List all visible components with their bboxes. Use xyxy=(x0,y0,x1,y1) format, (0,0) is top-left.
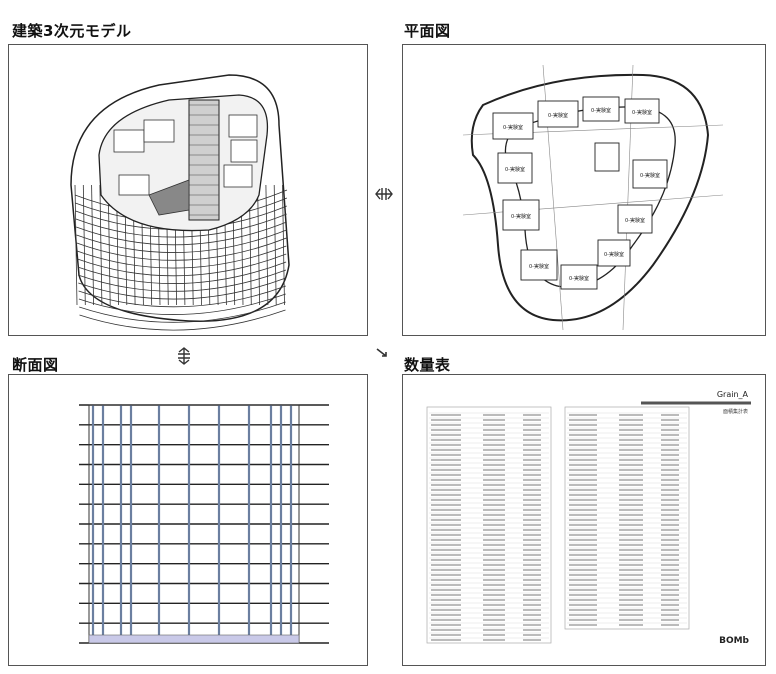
panel-3d-model xyxy=(8,44,368,336)
plan-room-label: 0-実験室 xyxy=(548,112,568,119)
plan-room-label: 0-実験室 xyxy=(632,109,652,116)
bomb-logo: BOMb xyxy=(719,636,749,646)
panel-schedule: Grain_A 面積集計表 BOMb xyxy=(402,374,766,666)
title-plan: 平面図 xyxy=(404,22,451,40)
quantity-schedule: Grain_A 面積集計表 BOMb xyxy=(426,390,751,646)
plan-room-label: 0-実験室 xyxy=(625,217,645,224)
plan-room-label: 0-実験室 xyxy=(604,251,624,258)
title-section: 断面図 xyxy=(12,356,59,374)
plan-room-label: 0-実験室 xyxy=(503,124,523,131)
double-arrow-horizontal-icon xyxy=(374,186,394,202)
plan-room-label: 0-実験室 xyxy=(529,263,549,270)
panel-section xyxy=(8,374,368,666)
building-3d-model xyxy=(70,74,290,331)
plan-room-label: 0-実験室 xyxy=(505,166,525,173)
title-3d-model: 建築3次元モデル xyxy=(12,22,132,40)
title-schedule: 数量表 xyxy=(404,356,451,374)
plan-room-label: 0-実験室 xyxy=(511,213,531,220)
plan-room-label: 0-実験室 xyxy=(640,172,660,179)
schedule-subheader: 面積集計表 xyxy=(723,408,748,415)
double-arrow-vertical-icon xyxy=(176,346,192,366)
panel-plan: 0-実験室 0-実験室 0-実験室 0-実験室 0-実験室 0-実験室 0-実験… xyxy=(402,44,766,336)
floor-plan: 0-実験室 0-実験室 0-実験室 0-実験室 0-実験室 0-実験室 0-実験… xyxy=(462,64,724,331)
section-drawing xyxy=(79,404,329,644)
schedule-header: Grain_A xyxy=(717,390,749,399)
plan-room-label: 0-実験室 xyxy=(591,107,611,114)
plan-room-label: 0-実験室 xyxy=(569,275,589,282)
diagonal-arrow-icon xyxy=(374,344,394,364)
